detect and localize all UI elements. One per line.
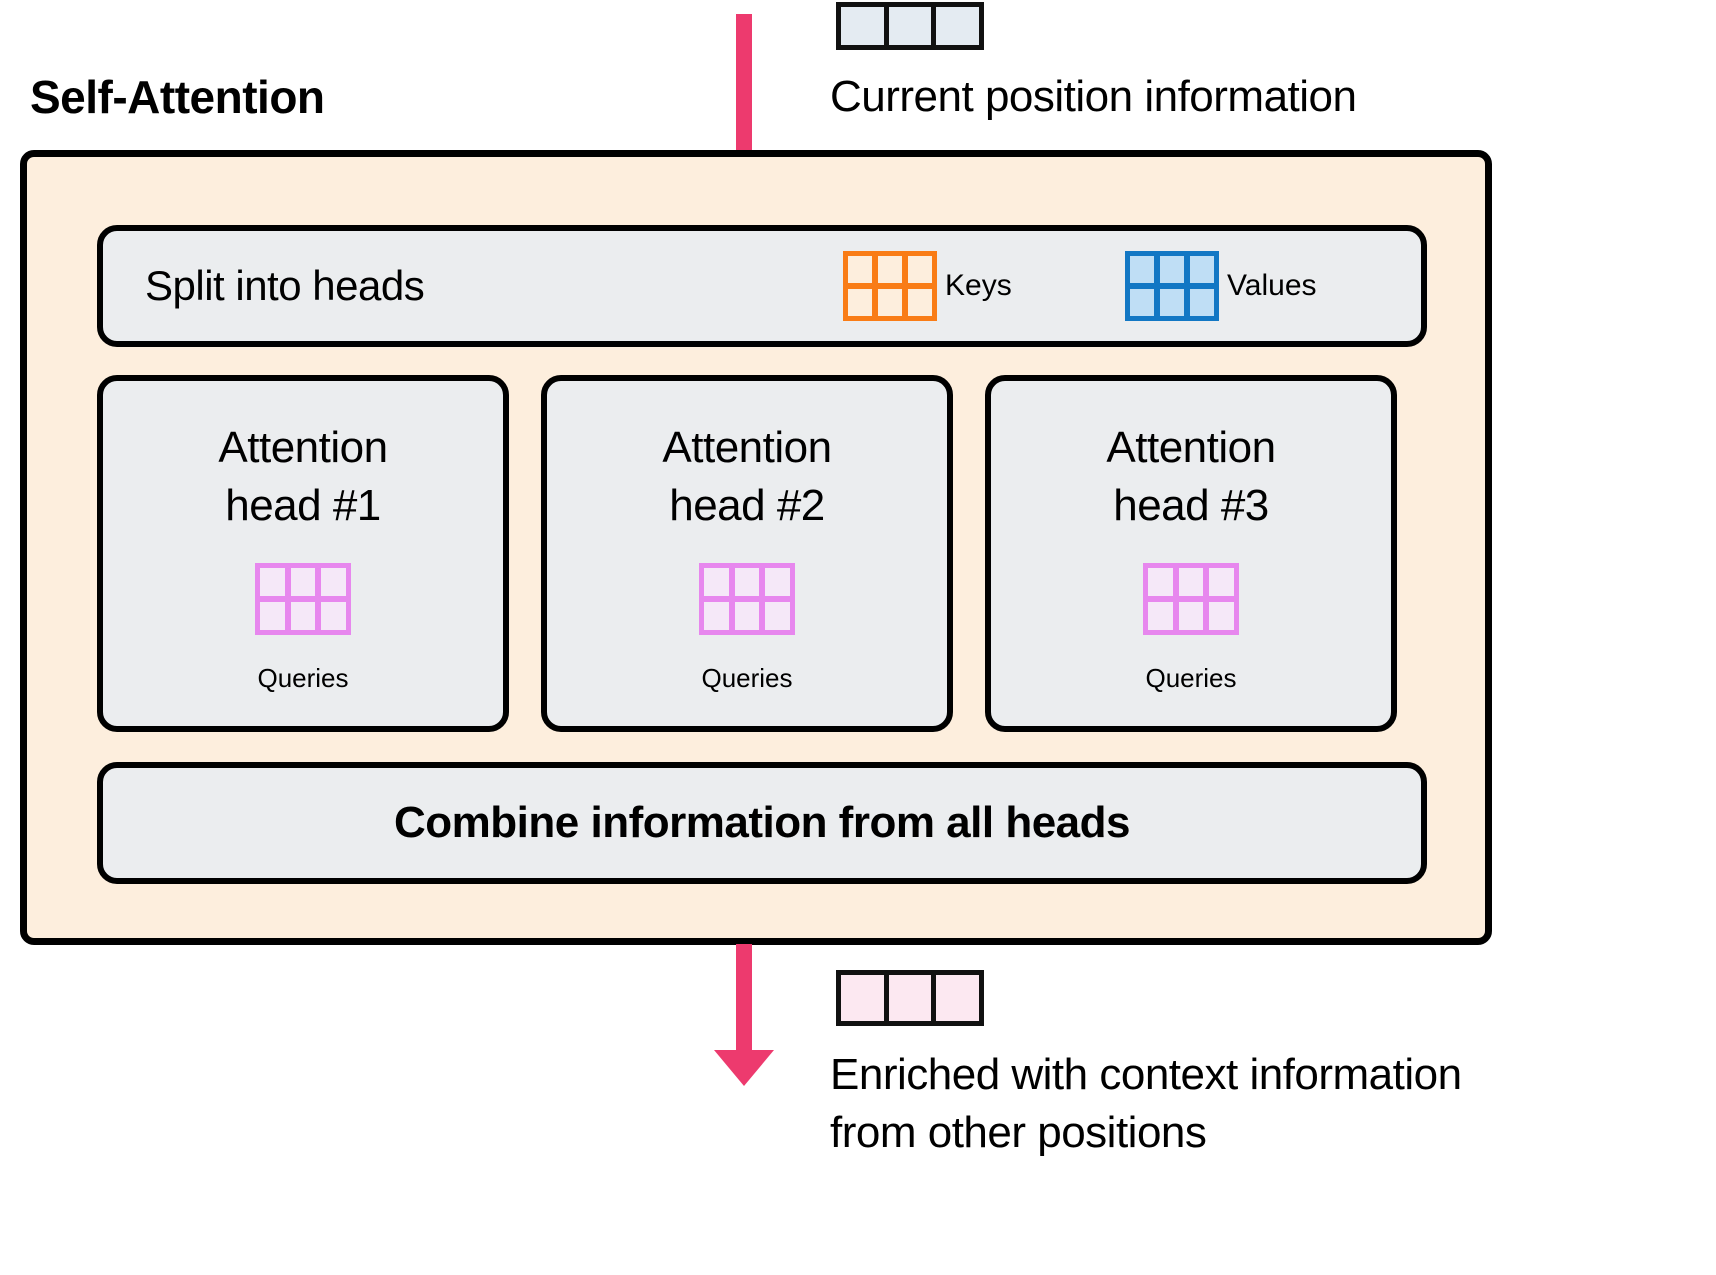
legend-values-label: Values xyxy=(1227,269,1317,302)
input-arrow-shaft xyxy=(736,14,752,154)
queries-matrix-icon xyxy=(699,563,795,636)
attention-head-2-sublabel: Queries xyxy=(701,663,793,694)
token-cell xyxy=(841,7,884,45)
attention-head-3-title: Attention head #3 xyxy=(1106,423,1276,531)
combine-heads-label: Combine information from all heads xyxy=(394,798,1130,847)
token-cell xyxy=(841,975,884,1021)
attention-head-3-panel: Attention head #3 Queries xyxy=(985,375,1397,732)
queries-matrix-icon xyxy=(1143,563,1239,636)
attention-head-1-sublabel: Queries xyxy=(257,663,349,694)
legend-keys: Keys xyxy=(843,251,1012,321)
attention-head-2-panel: Attention head #2 Queries xyxy=(541,375,953,732)
legend-values: Values xyxy=(1125,251,1317,321)
attention-head-2-title: Attention head #2 xyxy=(662,423,832,531)
output-arrow-head xyxy=(714,1050,774,1086)
current-position-label: Current position information xyxy=(830,72,1357,121)
page-title: Self-Attention xyxy=(30,71,325,123)
token-cell xyxy=(888,7,932,45)
legend-keys-label: Keys xyxy=(945,269,1012,302)
attention-head-1-panel: Attention head #1 Queries xyxy=(97,375,509,732)
combine-heads-panel: Combine information from all heads xyxy=(97,762,1427,884)
keys-matrix-icon xyxy=(843,251,937,321)
enriched-context-label: Enriched with context information from o… xyxy=(830,1050,1462,1158)
input-token-strip xyxy=(836,2,984,50)
token-cell xyxy=(888,975,932,1021)
values-matrix-icon xyxy=(1125,251,1219,321)
output-token-strip xyxy=(836,970,984,1026)
token-cell xyxy=(936,7,980,45)
split-into-heads-panel: Split into heads Keys xyxy=(97,225,1427,347)
token-cell xyxy=(936,975,980,1021)
output-arrow-shaft xyxy=(736,944,752,1054)
queries-matrix-icon xyxy=(255,563,351,636)
split-into-heads-label: Split into heads xyxy=(145,262,425,309)
attention-head-1-title: Attention head #1 xyxy=(218,423,388,531)
self-attention-container: Split into heads Keys xyxy=(20,150,1492,945)
attention-head-3-sublabel: Queries xyxy=(1145,663,1237,694)
